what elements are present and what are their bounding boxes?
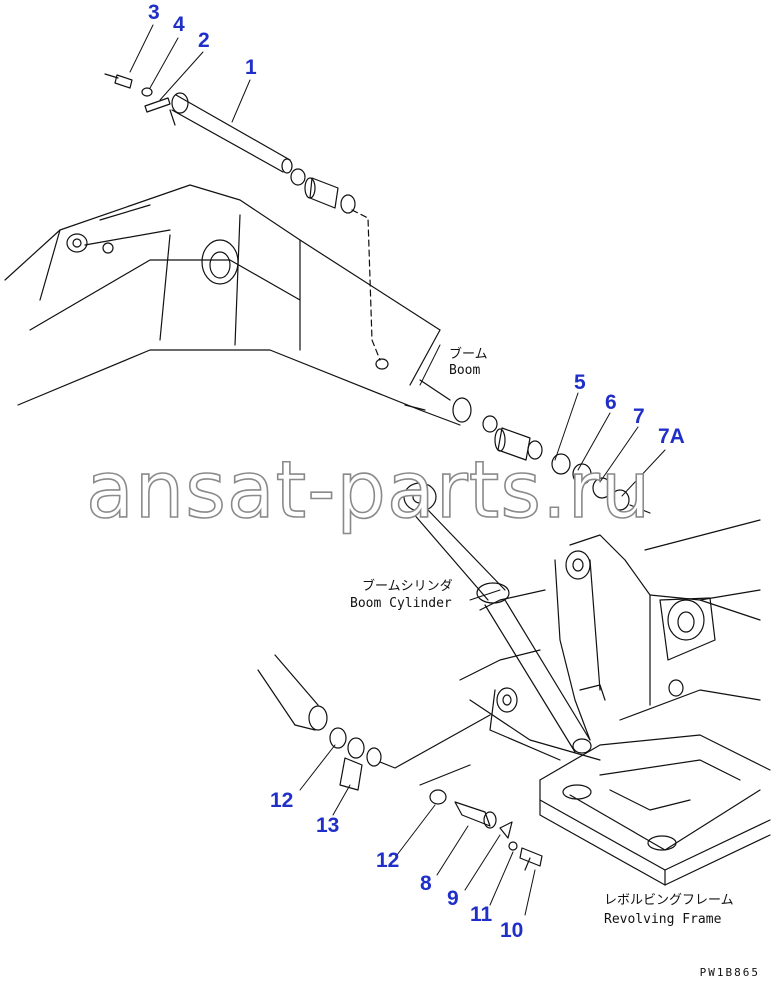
boom-arm (4, 184, 461, 426)
callout-13: 13 (316, 814, 340, 837)
callout-5: 5 (574, 371, 586, 394)
callout-7: 7 (633, 405, 645, 428)
callout-10: 10 (500, 919, 524, 942)
drawing-code: PW1B865 (699, 966, 760, 979)
callout-8: 8 (420, 872, 432, 895)
boom-label-jp: ブーム (449, 347, 488, 362)
watermark: ansat-parts.ru (85, 446, 652, 536)
upper-pin-assembly (104, 73, 389, 370)
cylinder-label-en: Boom Cylinder (350, 596, 452, 611)
callout-7a: 7A (658, 425, 685, 448)
revolving-frame (459, 519, 771, 886)
callout-11: 11 (470, 903, 493, 926)
boom-foot-bushings (419, 379, 651, 514)
callout-6: 6 (605, 391, 617, 414)
callout-3: 3 (148, 1, 160, 24)
callout-4: 4 (173, 13, 185, 36)
callout-1: 1 (245, 56, 257, 79)
callout-9: 9 (447, 887, 459, 910)
callout-12-right: 12 (376, 849, 400, 872)
callout-12-left: 12 (270, 789, 294, 812)
boom-cylinder (403, 482, 592, 754)
frame-label-jp: レボルビングフレーム (604, 893, 734, 908)
frame-label-en: Revolving Frame (604, 912, 722, 927)
boom-label-en: Boom (449, 363, 481, 378)
cylinder-label-jp: ブームシリンダ (362, 579, 453, 594)
leader-lines (129, 24, 666, 916)
callout-2: 2 (198, 29, 210, 52)
cylinder-head-parts (257, 654, 543, 871)
